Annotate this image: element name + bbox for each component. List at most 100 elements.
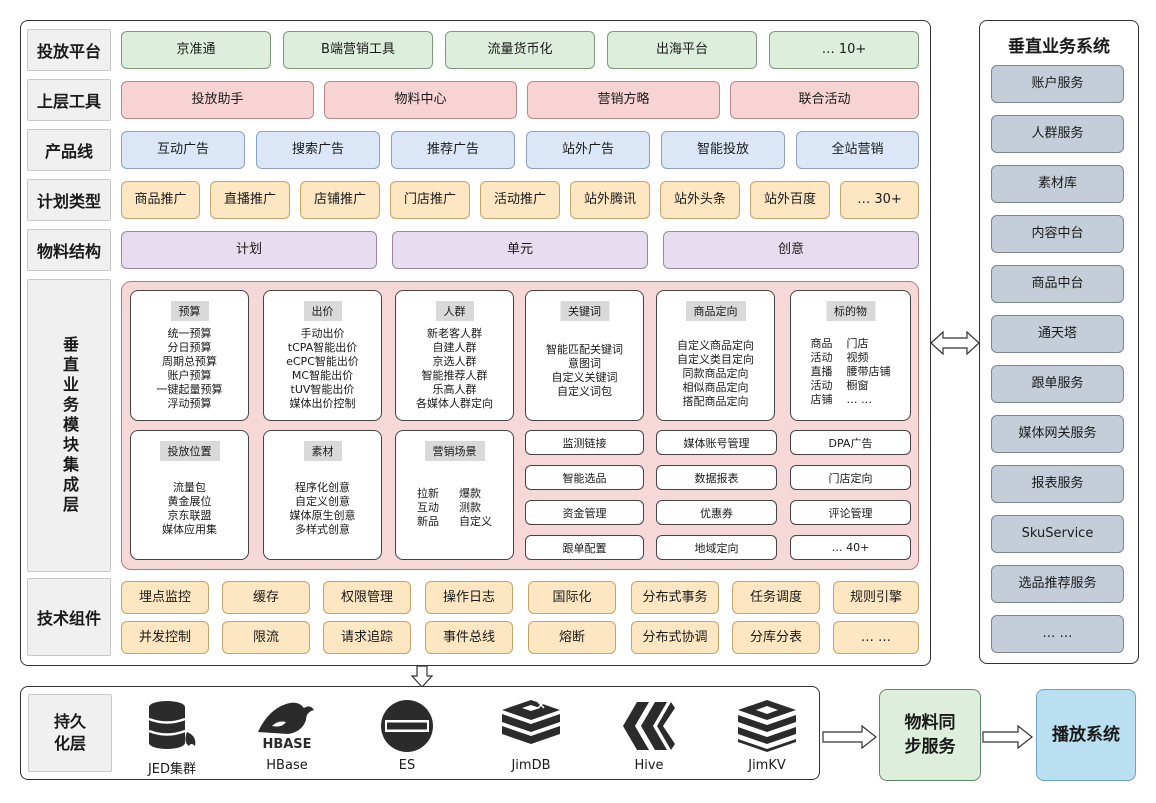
product-item: 全站营销 <box>796 131 919 169</box>
module-small-box: … 40+ <box>790 535 911 560</box>
tech-item: 事件总线 <box>425 621 513 654</box>
tool-item: 联合活动 <box>730 81 919 119</box>
sync-service-box: 物料同步服务 <box>879 689 981 781</box>
tool-item: 营销方略 <box>527 81 720 119</box>
plan-item: 店铺推广 <box>300 181 380 219</box>
right-arrow-icon <box>822 724 877 750</box>
right-service-item: 媒体网关服务 <box>991 415 1124 453</box>
play-system-box: 播放系统 <box>1036 689 1136 781</box>
redis-icon <box>502 700 560 744</box>
tech-item: 请求追踪 <box>323 621 411 654</box>
right-panel-title: 垂直业务系统 <box>1008 37 1110 57</box>
module-title: 商品定向 <box>685 301 746 321</box>
persistence-label: 持久化层 <box>28 694 112 772</box>
tech-item: 限流 <box>222 621 310 654</box>
module-card-crowd: 人群 新老客人群 自建人群 京选人群 智能推荐人群 乐高人群 各媒体人群定向 <box>395 290 514 421</box>
module-title: 预算 <box>170 301 209 321</box>
right-service-item: 选品推荐服务 <box>991 565 1124 603</box>
module-small-box: 数据报表 <box>656 465 777 490</box>
module-small-box: 门店定向 <box>790 465 911 490</box>
module-card-position: 投放位置 流量包 黄金展位 京东联盟 媒体应用集 <box>130 430 249 560</box>
module-small-box: 跟单配置 <box>525 535 644 560</box>
tech-item: 国际化 <box>528 581 616 614</box>
row-label-platform: 投放平台 <box>27 29 111 71</box>
row-label-tech: 技术组件 <box>27 578 111 656</box>
tech-item: 并发控制 <box>121 621 209 654</box>
module-card-scene: 营销场景 拉新爆款 互动测款 新品自定义 <box>395 430 514 560</box>
module-small-box: 地域定向 <box>656 535 777 560</box>
module-small-box: 评论管理 <box>790 500 911 525</box>
row-label-product: 产品线 <box>27 129 111 171</box>
right-service-item: 跟单服务 <box>991 365 1124 403</box>
tech-item: 权限管理 <box>323 581 411 614</box>
tech-item: … … <box>833 621 919 654</box>
tech-item: 分布式事务 <box>631 581 719 614</box>
module-title: 关键词 <box>560 301 609 321</box>
module-card-keyword: 关键词 智能匹配关键词 意图词 自定义关键词 自定义词包 <box>525 290 644 421</box>
tool-item: 物料中心 <box>324 81 517 119</box>
product-item: 搜索广告 <box>256 131 380 169</box>
plan-item: 直播推广 <box>210 181 290 219</box>
module-small-box: 优惠券 <box>656 500 777 525</box>
right-service-item: 账户服务 <box>991 65 1124 103</box>
persistence-item: JimDB <box>486 698 576 773</box>
right-service-item: … … <box>991 615 1124 653</box>
product-item: 智能投放 <box>661 131 785 169</box>
persistence-item: HBASE HBase <box>242 698 332 773</box>
tech-item: 分布式协调 <box>631 621 719 654</box>
material-item: 单元 <box>392 231 648 269</box>
tech-item: 操作日志 <box>425 581 513 614</box>
module-small-box: DPA广告 <box>790 430 911 455</box>
product-item: 推荐广告 <box>391 131 515 169</box>
platform-item: … 10+ <box>769 31 919 69</box>
double-arrow-icon <box>930 330 980 356</box>
module-small-box: 媒体账号管理 <box>656 430 777 455</box>
platform-item: 流量货币化 <box>445 31 595 69</box>
row-label-vertical: 垂直业务模块集成层 <box>27 279 111 572</box>
tech-item: 分库分表 <box>732 621 820 654</box>
tech-item: 缓存 <box>222 581 310 614</box>
module-title: 素材 <box>303 441 342 461</box>
tool-item: 投放助手 <box>121 81 314 119</box>
right-arrow-icon <box>982 724 1033 750</box>
right-service-item: 素材库 <box>991 165 1124 203</box>
right-service-item: 内容中台 <box>991 215 1124 253</box>
elasticsearch-icon <box>381 700 433 752</box>
product-item: 站外广告 <box>526 131 650 169</box>
plan-item: 站外百度 <box>750 181 830 219</box>
material-item: 创意 <box>663 231 919 269</box>
persistence-item: ES <box>362 698 452 773</box>
down-arrow-icon <box>410 665 434 688</box>
tech-item: 埋点监控 <box>121 581 209 614</box>
material-item: 计划 <box>121 231 377 269</box>
right-service-item: 通天塔 <box>991 315 1124 353</box>
svg-text:HBASE: HBASE <box>262 737 311 752</box>
vertical-module-area <box>121 281 919 570</box>
plan-item: 站外头条 <box>660 181 740 219</box>
right-service-item: SkuService <box>991 515 1124 553</box>
persistence-item: JimKV <box>722 698 812 773</box>
persistence-item: Hive <box>604 698 694 773</box>
hbase-icon: HBASE <box>258 702 314 752</box>
plan-item: 门店推广 <box>390 181 470 219</box>
module-small-box: 智能选品 <box>525 465 644 490</box>
module-small-box: 监测链接 <box>525 430 644 455</box>
row-label-tools: 上层工具 <box>27 79 111 121</box>
right-service-item: 商品中台 <box>991 265 1124 303</box>
row-label-material: 物料结构 <box>27 229 111 271</box>
module-card-bid: 出价 手动出价 tCPA智能出价 eCPC智能出价 MC智能出价 tUV智能出价… <box>263 290 382 421</box>
tech-item: 任务调度 <box>732 581 820 614</box>
plan-item: 活动推广 <box>480 181 560 219</box>
module-title: 人群 <box>435 301 474 321</box>
right-service-item: 报表服务 <box>991 465 1124 503</box>
module-card-budget: 预算 统一预算 分日预算 周期总预算 账户预算 一键起量预算 浮动预算 <box>130 290 249 421</box>
plan-item: 商品推广 <box>121 181 200 219</box>
platform-item: 京准通 <box>121 31 271 69</box>
plan-item: … 30+ <box>840 181 919 219</box>
module-title: 投放位置 <box>159 441 220 461</box>
hive-icon <box>623 702 675 750</box>
database-icon <box>148 701 196 749</box>
module-title: 出价 <box>303 301 342 321</box>
tech-item: 规则引擎 <box>833 581 919 614</box>
stack-icon <box>738 700 796 752</box>
